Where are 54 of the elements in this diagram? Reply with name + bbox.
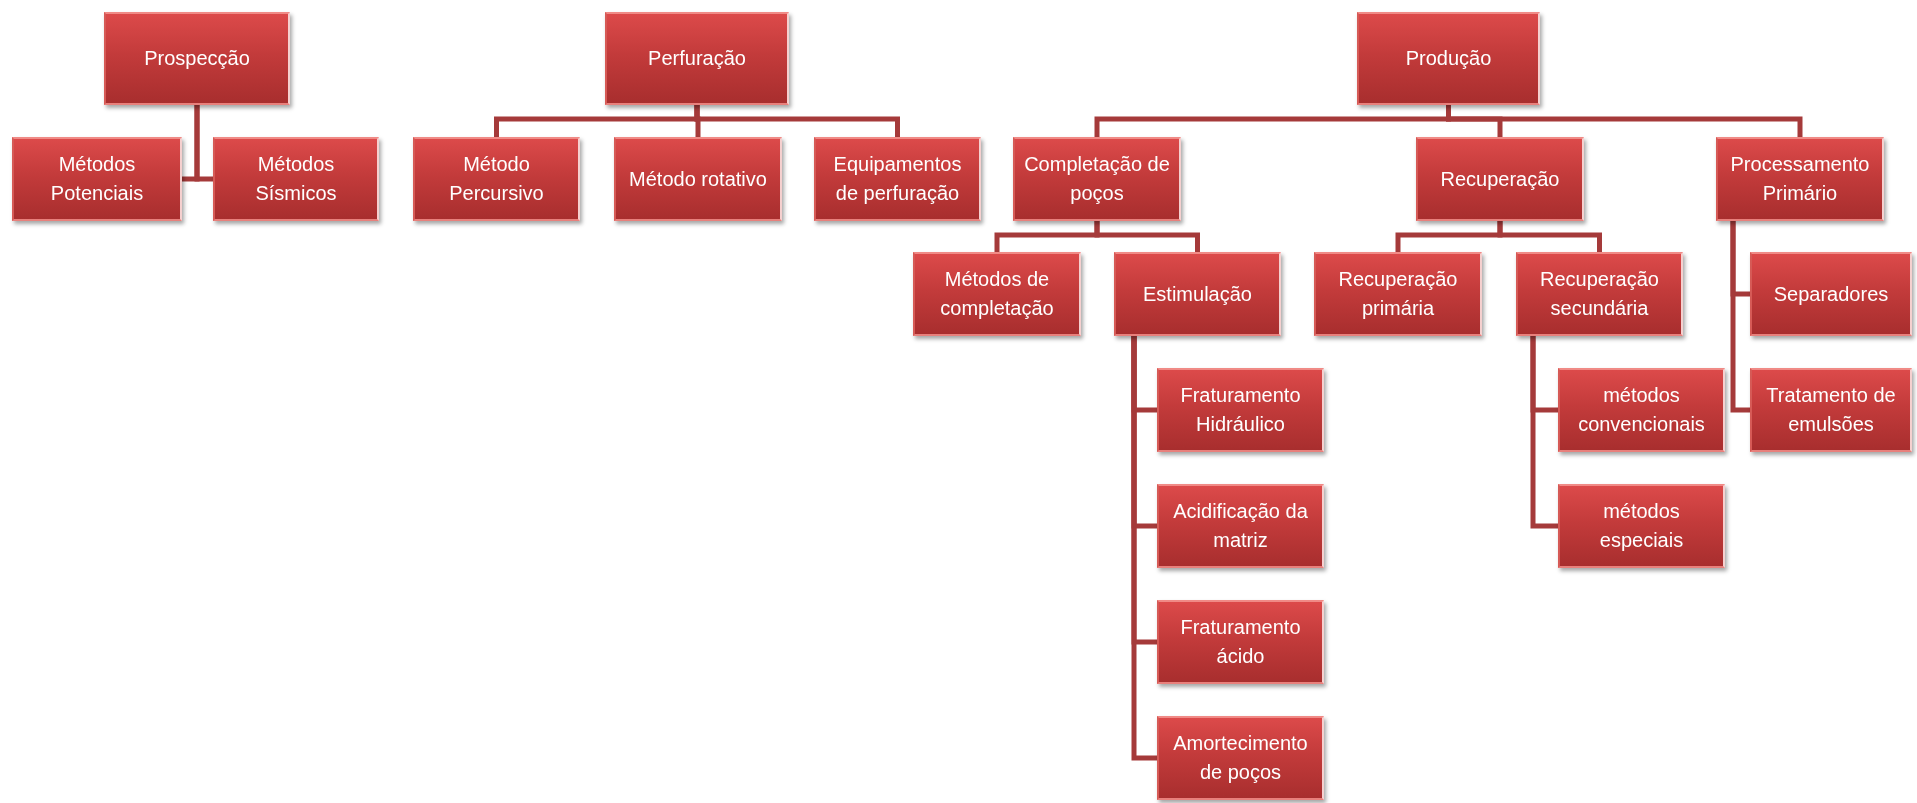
category-box — [413, 137, 580, 221]
connector-line — [1094, 221, 1200, 252]
connector-line — [1497, 221, 1602, 252]
category-box — [1314, 252, 1482, 336]
box-label: Amortecimento de poços — [1172, 731, 1309, 785]
box-label: Equipamentos de perfuração — [832, 152, 963, 206]
box-label: Estimulação — [1143, 281, 1252, 307]
box-label: Fraturamento Hidráulico — [1179, 383, 1302, 437]
box-label: métodos especiais — [1598, 499, 1685, 553]
box-label: Processamento Primário — [1729, 152, 1871, 206]
box-label: Recuperação secundária — [1539, 267, 1660, 321]
box-label: métodos convencionais — [1577, 383, 1706, 437]
category-box — [1013, 137, 1181, 221]
category-box — [1114, 252, 1281, 336]
category-box — [1750, 252, 1912, 336]
category-box — [1516, 252, 1683, 336]
box-label: Recuperação primária — [1337, 267, 1459, 321]
connector-line — [694, 105, 900, 137]
box-label: Método rotativo — [629, 166, 767, 192]
category-box — [1157, 484, 1324, 568]
box-label: Recuperação — [1440, 166, 1560, 192]
category-box — [1157, 600, 1324, 684]
category-box — [1750, 368, 1912, 452]
box-label: Acidificação da matriz — [1172, 499, 1309, 553]
category-box — [913, 252, 1081, 336]
box-label: Produção — [1405, 46, 1492, 71]
connector-line — [1131, 336, 1157, 761]
box-label: Completação de poços — [1023, 152, 1171, 206]
category-box — [1716, 137, 1884, 221]
box-label: Prospecção — [144, 46, 250, 71]
category-box — [1157, 368, 1324, 452]
box-label: Métodos de completação — [939, 267, 1055, 321]
category-box — [1416, 137, 1584, 221]
connector-line — [194, 105, 213, 182]
box-label: Métodos Potenciais — [49, 152, 145, 206]
category-box — [605, 12, 789, 105]
category-box — [614, 137, 782, 221]
connector-line — [1730, 221, 1750, 413]
category-box — [1558, 484, 1725, 568]
category-box — [12, 137, 182, 221]
box-label: Métodos Sísmicos — [254, 152, 338, 206]
category-box — [1157, 716, 1324, 800]
connector-line — [1446, 105, 1803, 137]
box-label: Tratamento de emulsões — [1765, 383, 1897, 437]
box-label: Perfuração — [648, 46, 746, 71]
category-box — [814, 137, 981, 221]
box-label: Separadores — [1773, 281, 1889, 307]
category-box — [1357, 12, 1540, 105]
category-box — [104, 12, 290, 105]
category-box — [1558, 368, 1725, 452]
category-box — [213, 137, 379, 221]
connector-line — [1530, 336, 1558, 529]
box-label: Método Percursivo — [448, 152, 545, 206]
box-label: Fraturamento ácido — [1179, 615, 1302, 669]
